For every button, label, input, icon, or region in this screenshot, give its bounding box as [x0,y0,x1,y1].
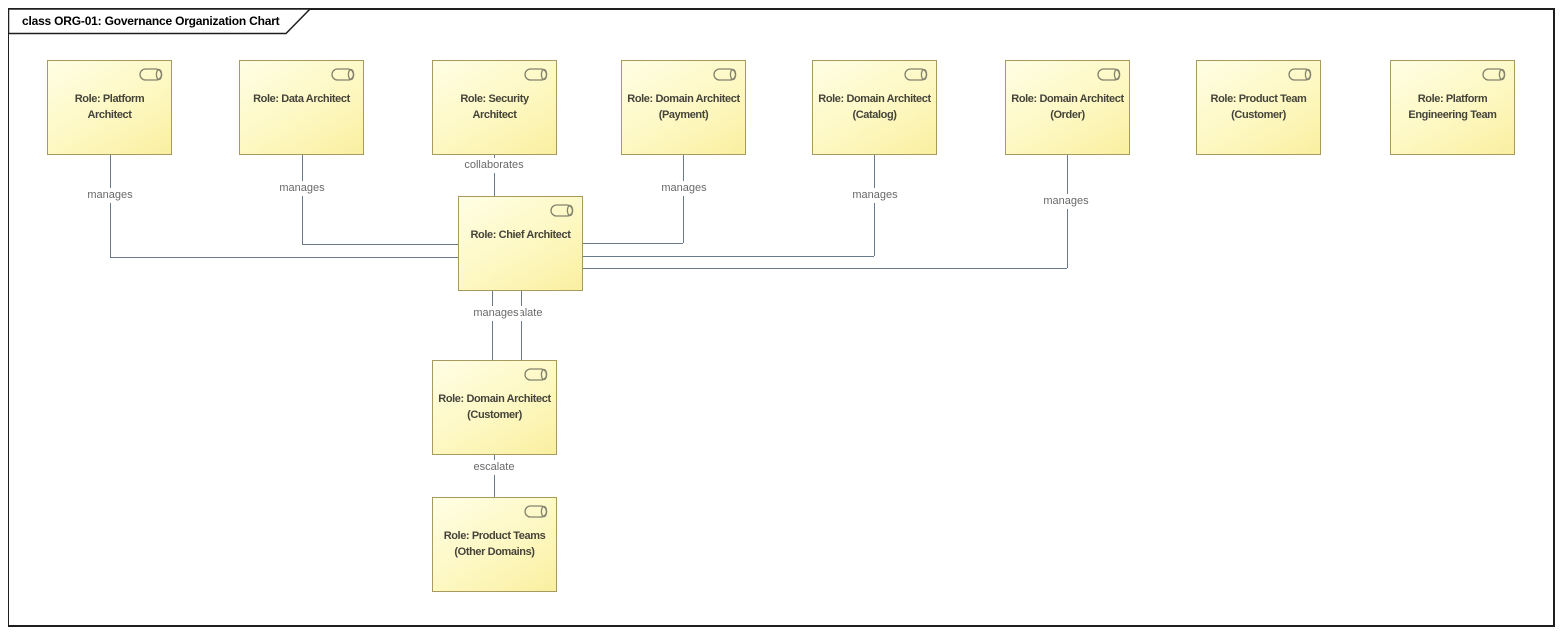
node-product-teams-other-domains[interactable]: Role: Product Teams (Other Domains) [432,497,557,592]
role-classifier-icon [524,68,549,81]
chief-manages-order-architect-line[interactable] [583,268,1067,269]
chief-manages-platform-architect-line[interactable] [110,257,458,258]
node-chief-architect[interactable]: Role: Chief Architect [458,196,583,291]
node-data-architect[interactable]: Role: Data Architect [239,60,364,155]
chief-collaborates-security-label[interactable]: collaborates [462,158,526,173]
product-teams-escalate-customer-label[interactable]: escalate [471,460,517,475]
node-label: Role: Platform Architect [74,93,145,121]
node-label: Role: Product Team (Customer) [1210,93,1307,121]
node-security-architect[interactable]: Role: Security Architect [432,60,557,155]
diagram-frame [8,8,1555,627]
frame-title-tab: class ORG-01: Governance Organization Ch… [8,8,320,35]
node-domain-architect-payment[interactable]: Role: Domain Architect (Payment) [621,60,746,155]
node-domain-architect-customer[interactable]: Role: Domain Architect (Customer) [432,360,557,455]
chief-manages-data-architect-line[interactable] [302,155,303,244]
chief-manages-catalog-architect-line[interactable] [583,256,874,257]
node-label: Role: Security Architect [460,93,529,121]
chief-manages-payment-architect-line[interactable] [683,155,684,243]
chief-manages-payment-architect-line[interactable] [583,243,683,244]
node-platform-architect[interactable]: Role: Platform Architect [47,60,172,155]
node-label: Role: Platform Engineering Team [1408,93,1497,121]
node-label: Role: Data Architect [253,93,350,105]
node-label: Role: Product Teams (Other Domains) [443,530,546,558]
node-label: Role: Domain Architect (Catalog) [818,93,931,121]
frame-tab-shape [8,8,312,35]
role-classifier-icon [1288,68,1313,81]
node-platform-engineering-team[interactable]: Role: Platform Engineering Team [1390,60,1515,155]
chief-manages-catalog-architect-label[interactable]: manages [850,188,900,203]
node-label: Role: Domain Architect (Order) [1011,93,1124,121]
role-classifier-icon [139,68,164,81]
chief-collaborates-security-line[interactable] [494,155,495,196]
role-classifier-icon [550,204,575,217]
chief-manages-data-architect-label[interactable]: manages [277,181,327,196]
chief-manages-customer-architect-label[interactable]: manages [471,306,521,321]
chief-manages-customer-architect-line[interactable] [492,291,493,360]
chief-manages-order-architect-line[interactable] [1067,155,1068,268]
node-label: Role: Chief Architect [470,229,571,241]
chief-manages-data-architect-line[interactable] [302,244,458,245]
chief-manages-order-architect-label[interactable]: manages [1041,194,1091,209]
customer-architect-escalate-chief-line[interactable] [521,291,522,360]
node-label: Role: Domain Architect (Customer) [438,393,551,421]
chief-manages-catalog-architect-line[interactable] [874,155,875,256]
role-classifier-icon [524,368,549,381]
node-product-team-customer[interactable]: Role: Product Team (Customer) [1196,60,1321,155]
node-label: Role: Domain Architect (Payment) [627,93,740,121]
frame-title: class ORG-01: Governance Organization Ch… [22,14,280,28]
product-teams-escalate-customer-line[interactable] [494,455,495,497]
chief-manages-platform-architect-line[interactable] [110,155,111,257]
chief-manages-payment-architect-label[interactable]: manages [659,181,709,196]
role-classifier-icon [713,68,738,81]
node-domain-architect-catalog[interactable]: Role: Domain Architect (Catalog) [812,60,937,155]
chief-manages-platform-architect-label[interactable]: manages [85,188,135,203]
role-classifier-icon [331,68,356,81]
role-classifier-icon [1097,68,1122,81]
node-domain-architect-order[interactable]: Role: Domain Architect (Order) [1005,60,1130,155]
role-classifier-icon [1482,68,1507,81]
role-classifier-icon [904,68,929,81]
role-classifier-icon [524,505,549,518]
